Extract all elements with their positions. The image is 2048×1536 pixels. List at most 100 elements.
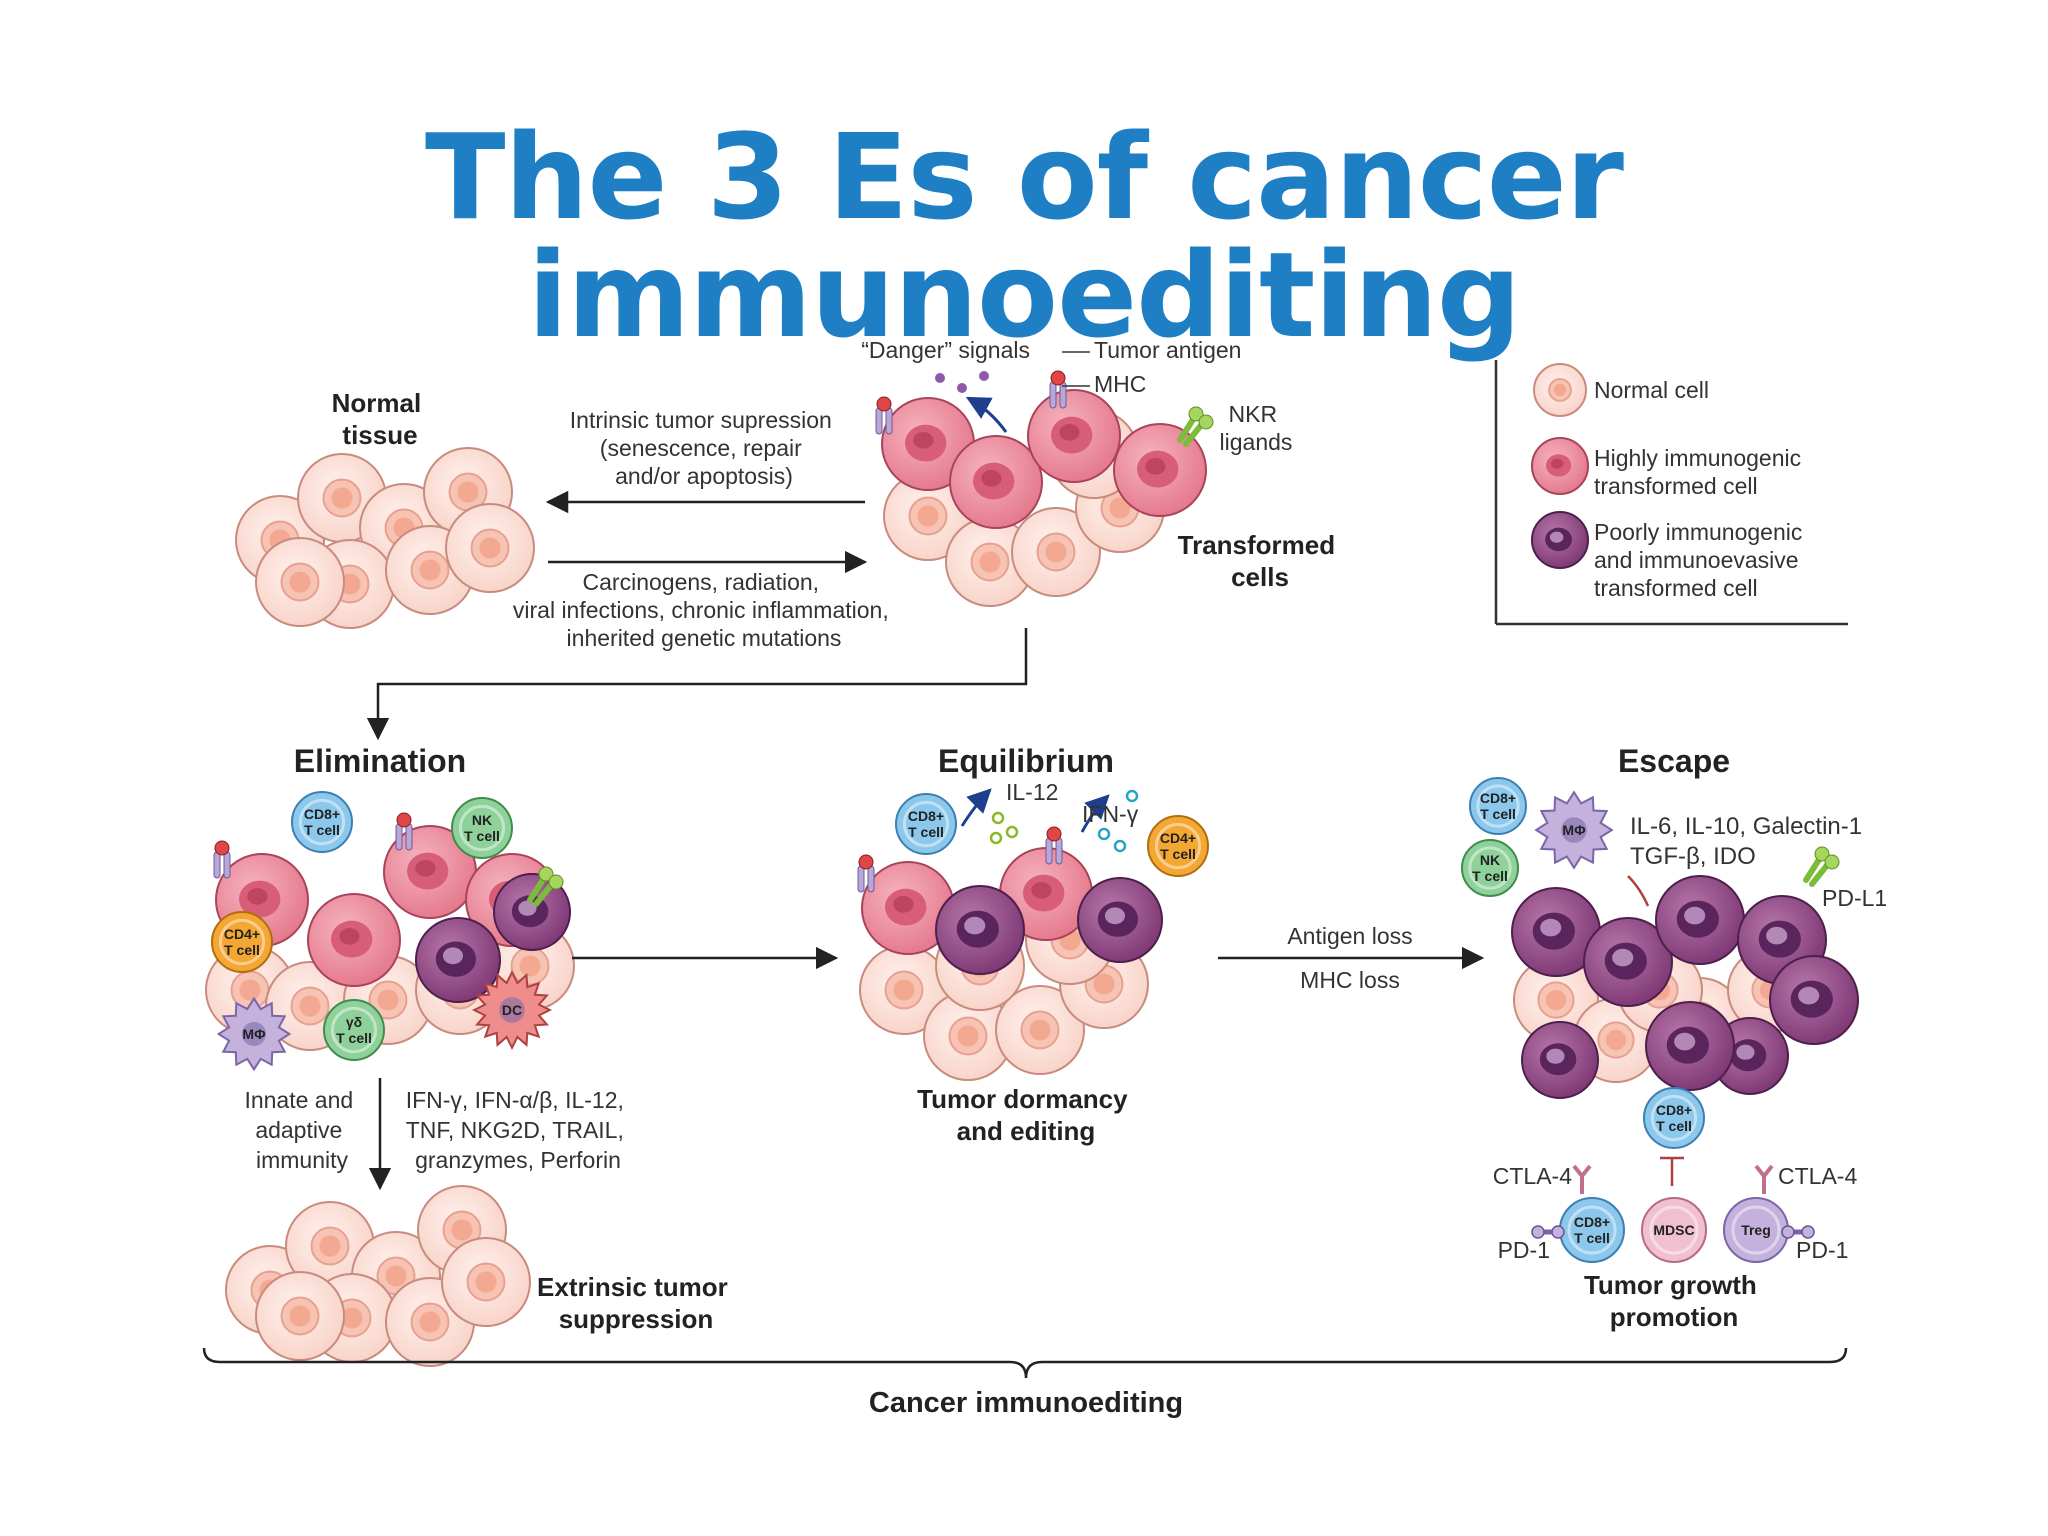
mhc-antigen-icon [213, 840, 231, 879]
macrophage-label: MΦ [242, 1026, 266, 1042]
transformed-cell [1027, 389, 1121, 483]
legend-normal-label: Normal cell [1594, 377, 1709, 403]
cd8-t-cell-label: CD8+T cell [1656, 1102, 1692, 1134]
cd4-t-cell-equil [1147, 815, 1209, 877]
macrophage-elim [216, 996, 292, 1072]
dendritic-cell-label: DC [502, 1002, 522, 1018]
transformed-cells-label: Transformed cells [1178, 530, 1343, 592]
immunoevasive-cell [1521, 1021, 1599, 1099]
mhc-antigen-icon [1049, 370, 1067, 409]
cd8-t-cell-label: CD8+T cell [1574, 1214, 1610, 1246]
immunoevasive-cell [1077, 877, 1163, 963]
dormancy-label: Tumor dormancy and editing [917, 1084, 1135, 1146]
bottom-label: Cancer immunoediting [869, 1387, 1183, 1419]
normal-cell [883, 471, 973, 561]
arrow-ifng [1080, 794, 1110, 833]
mdsc-cell [1641, 1197, 1707, 1263]
innate-label: Innate and adaptive immunity [244, 1087, 359, 1173]
legend-poorly-cell [1531, 511, 1589, 569]
nkr-ligand-icon [1177, 406, 1214, 447]
ctla4-receptor-icon [1754, 1164, 1774, 1194]
immunoevasive-cell [1645, 1001, 1735, 1091]
extrinsic-label: Extrinsic tumor suppression [537, 1272, 735, 1334]
ctla4-receptor-icon [1572, 1164, 1592, 1194]
nk-t-cell-elim [451, 797, 513, 859]
arrow-to-elimination [366, 628, 1028, 741]
mhc-antigen-icon [875, 396, 893, 435]
gd-t-cell-elim [323, 999, 385, 1061]
nkr-ligand-icon [1803, 846, 1840, 887]
escape-cytokines-label: IL-6, IL-10, Galectin-1 TGF-β, IDO [1630, 813, 1869, 870]
nkr-ligand-icon [527, 866, 564, 907]
ifng-dot [1125, 789, 1139, 803]
dendritic-cell-elim [471, 969, 553, 1051]
ctla4-left-label: CTLA-4 [1493, 1163, 1572, 1189]
normal-cell [255, 1271, 345, 1361]
inhibit-mphi [1627, 875, 1650, 907]
danger-signals-label: “Danger” signals [861, 337, 1030, 363]
normal-cell [1011, 507, 1101, 597]
transformed-cell [1113, 423, 1207, 517]
pdl1-label: PD-L1 [1822, 885, 1887, 911]
normal-cell [859, 945, 949, 1035]
immunoevasive-cell [415, 917, 501, 1003]
arrow-cd8-il12 [960, 788, 992, 827]
arrow-danger [965, 396, 1008, 433]
cd8-t-cell-ctla4 [1559, 1197, 1625, 1263]
ifng-dot [1097, 827, 1111, 841]
growth-label: Tumor growth promotion [1584, 1270, 1764, 1332]
heading-escape: Escape [1618, 743, 1730, 779]
legend-highly-label: Highly immunogenic transformed cell [1594, 445, 1807, 499]
macrophage-label: MΦ [1562, 822, 1586, 838]
immunoevasive-cell [1769, 955, 1859, 1045]
cd8-t-cell-escape [1469, 777, 1527, 835]
slide-title: The 3 Es of cancer immunoediting [425, 108, 1624, 364]
transformed-cell [307, 893, 401, 987]
il12-label: IL-12 [1006, 779, 1058, 805]
cd8-t-cell-elim [291, 791, 353, 853]
normal-cell [945, 517, 1035, 607]
normal-tissue-label: Normal tissue [332, 388, 429, 450]
il12-dot [991, 811, 1005, 825]
nkr-ligands-label: NKR ligands [1220, 401, 1293, 455]
antigen-loss-label: Antigen loss [1287, 923, 1412, 949]
legend-poorly-label: Poorly immunogenic and immunoevasive tra… [1594, 519, 1809, 601]
ifng-dot [1113, 839, 1127, 853]
factors-label: IFN-γ, IFN-α/β, IL-12, TNF, NKG2D, TRAIL… [406, 1087, 631, 1173]
il12-dot [989, 831, 1003, 845]
normal-cell [995, 985, 1085, 1075]
normal-cell [445, 503, 535, 593]
danger-signal-dot [935, 373, 945, 383]
carcinogens-label: Carcinogens, radiation, viral infections… [513, 569, 895, 651]
intrinsic-label: Intrinsic tumor supression (senescence, … [570, 407, 838, 489]
normal-cell [441, 1237, 531, 1327]
mhc-antigen-icon [395, 812, 413, 851]
cd8-t-cell-label: CD8+T cell [304, 806, 340, 838]
pd1-receptor-icon [1781, 1225, 1815, 1239]
nk-t-cell-escape [1461, 839, 1519, 897]
mdsc-label: MDSC [1653, 1222, 1694, 1238]
treg-label: Treg [1741, 1222, 1771, 1238]
normal-cell [255, 537, 345, 627]
tumor-antigen-label: Tumor antigen [1094, 337, 1241, 363]
il12-dot [1005, 825, 1019, 839]
pd1-right-label: PD-1 [1796, 1237, 1848, 1263]
immunoevasive-cell [1583, 917, 1673, 1007]
immunoevasive-cell [1511, 887, 1601, 977]
mhc-loss-label: MHC loss [1300, 967, 1400, 993]
cd8-t-cell-label: CD8+T cell [1480, 790, 1516, 822]
macrophage-escape [1534, 790, 1614, 870]
normal-cell [923, 991, 1013, 1081]
legend-normal-cell [1533, 363, 1587, 417]
normal-cell [1513, 957, 1599, 1043]
danger-signal-dot [957, 383, 967, 393]
mhc-antigen-icon [857, 854, 875, 893]
transformed-cell [949, 435, 1043, 529]
immunoevasive-cell [935, 885, 1025, 975]
cd4-t-cell-label: CD4+T cell [1160, 830, 1196, 862]
pd1-receptor-icon [1531, 1225, 1565, 1239]
